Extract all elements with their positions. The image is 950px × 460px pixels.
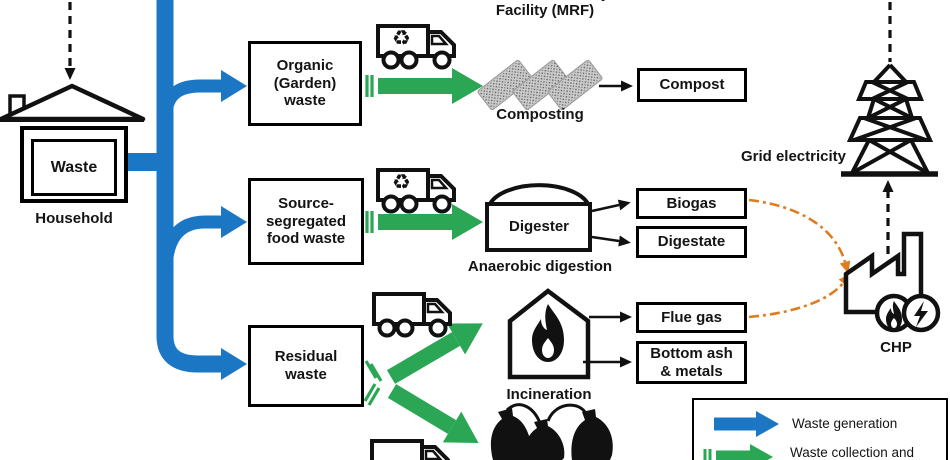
household-waste-box: Waste bbox=[31, 139, 117, 196]
chp-plant-icon bbox=[843, 231, 941, 333]
legend-box bbox=[692, 398, 948, 460]
compost-box: Compost bbox=[637, 68, 747, 102]
biogas-box: Biogas bbox=[636, 188, 747, 219]
collection-truck-landfill-icon bbox=[370, 439, 450, 460]
household-label: Household bbox=[35, 210, 113, 227]
recycle-icon: ♻ bbox=[392, 171, 411, 194]
collection-truck-recycling-food-icon bbox=[376, 168, 456, 214]
flue-gas-label: Flue gas bbox=[661, 308, 722, 326]
flue-gas-box: Flue gas bbox=[636, 302, 747, 333]
waste-label: Waste bbox=[50, 158, 98, 176]
bottom-ash-label: Bottom ash & metals bbox=[650, 344, 733, 380]
mrf-line2: Facility (MRF) bbox=[495, 2, 595, 20]
compost-label: Compost bbox=[659, 76, 725, 94]
waste-collection-arrows bbox=[363, 68, 483, 443]
collection-truck-residual-icon bbox=[372, 292, 452, 338]
incineration-plant-icon bbox=[507, 288, 591, 380]
residual-waste-label: Residual waste bbox=[274, 348, 338, 383]
organic-waste-box: Organic (Garden) waste bbox=[248, 41, 362, 126]
recycle-icon: ♻ bbox=[392, 27, 411, 50]
energy-flow-dashdot-arrows bbox=[748, 198, 851, 319]
legend-arrow-samples bbox=[703, 411, 779, 460]
food-waste-label: Source- segregated food waste bbox=[265, 194, 347, 248]
food-waste-box: Source- segregated food waste bbox=[248, 178, 364, 265]
organic-waste-label: Organic (Garden) waste bbox=[273, 56, 337, 110]
biogas-label: Biogas bbox=[666, 194, 717, 212]
digestate-label: Digestate bbox=[657, 233, 726, 251]
dashed-arrows bbox=[64, 2, 894, 254]
waste-generation-flow-arrows bbox=[126, 0, 247, 380]
bottom-ash-box: Bottom ash & metals bbox=[636, 341, 747, 384]
household-house-icon bbox=[0, 83, 146, 122]
digestate-box: Digestate bbox=[636, 226, 747, 258]
composting-label: Composting bbox=[496, 106, 584, 123]
digester-vessel-icon bbox=[485, 183, 592, 252]
anaerobic-digestion-label: Anaerobic digestion bbox=[467, 258, 613, 275]
incineration-label: Incineration bbox=[506, 386, 592, 403]
legend-waste-collection-label: Waste collection and bbox=[790, 445, 915, 460]
landfill-waste-bags-icon bbox=[490, 403, 613, 460]
mrf-heading: Material Recovery Facility (MRF) bbox=[445, 0, 645, 20]
composting-piles-icon bbox=[477, 59, 603, 111]
grid-electricity-label: Grid electricity bbox=[740, 148, 846, 165]
collection-truck-recycling-organic-icon bbox=[376, 24, 456, 70]
residual-waste-box: Residual waste bbox=[248, 325, 364, 407]
digester-label: Digester bbox=[508, 218, 570, 235]
output-connector-arrows bbox=[583, 80, 633, 368]
mrf-line1: Material Recovery bbox=[481, 0, 609, 2]
chp-label: CHP bbox=[880, 339, 912, 356]
electricity-pylon-icon bbox=[841, 63, 938, 177]
legend-waste-generation-label: Waste generation bbox=[792, 416, 898, 431]
